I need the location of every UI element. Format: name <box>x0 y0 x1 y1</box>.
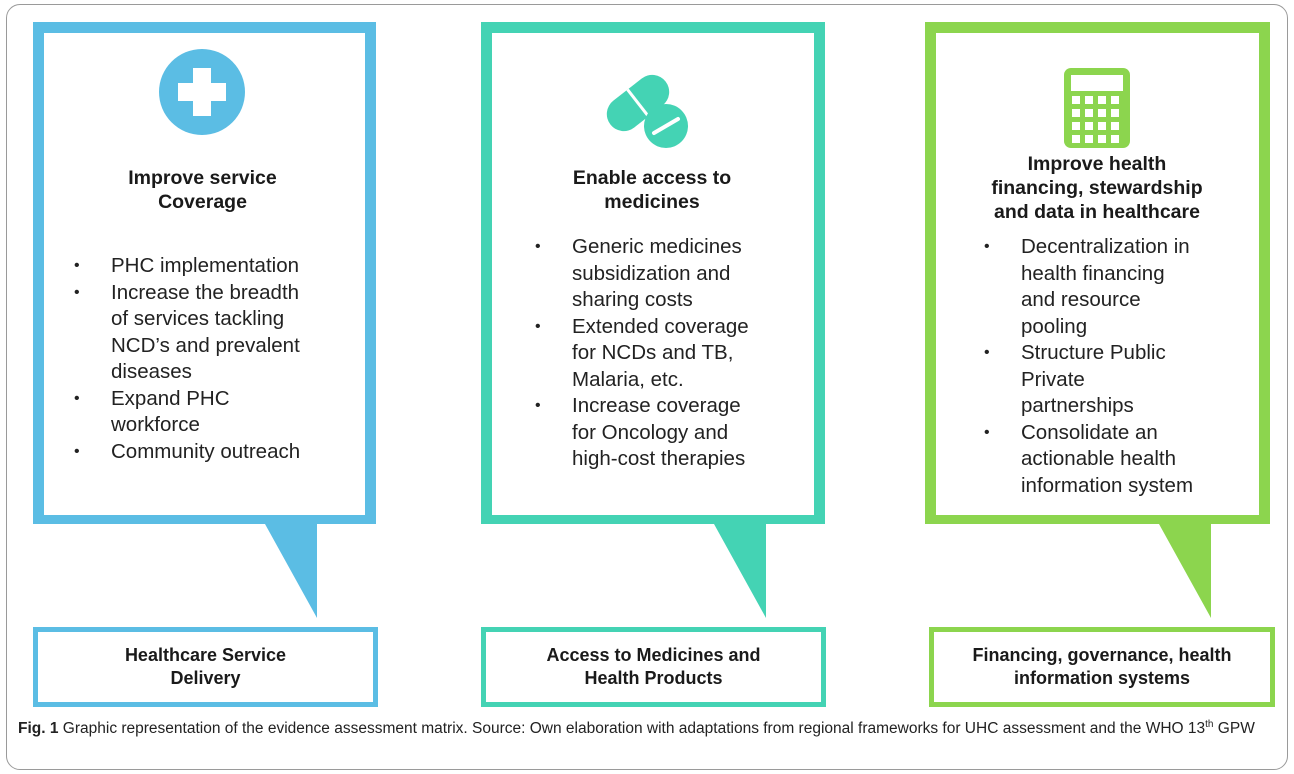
panel-title-2: Enable access to medicines <box>572 167 732 213</box>
pills-icon <box>606 74 688 148</box>
category-box-1: Healthcare Service Delivery <box>33 627 378 707</box>
category-box-3: Financing, governance, health informatio… <box>929 627 1275 707</box>
bullet-item: Increase coverage for Oncology and high-… <box>534 393 812 473</box>
bullet-list-1: PHC implementation Increase the breadth … <box>73 253 363 465</box>
caption-text-end: GPW <box>1213 720 1255 737</box>
bullet-item: Extended coverage for NCDs and TB, Malar… <box>534 314 812 394</box>
category-label-2: Access to Medicines and Health Products <box>546 645 761 688</box>
bullet-list-2: Generic medicines subsidization and shar… <box>534 234 812 473</box>
bullet-item: PHC implementation <box>73 253 363 280</box>
figure-label: Fig. 1 <box>18 720 59 737</box>
panel-title-1: Improve service Coverage <box>128 167 277 213</box>
bullet-list-3: Decentralization in health financing and… <box>983 234 1257 499</box>
category-label-3: Financing, governance, health informatio… <box>972 645 1232 688</box>
caption-text: Graphic representation of the evidence a… <box>58 720 1206 737</box>
bullet-item: Generic medicines subsidization and shar… <box>534 234 812 314</box>
bullet-item: Expand PHC workforce <box>73 386 363 439</box>
category-box-2: Access to Medicines and Health Products <box>481 627 826 707</box>
panel-title-3: Improve health financing, stewardship an… <box>991 153 1203 223</box>
medical-cross-icon <box>159 49 245 135</box>
bullet-item: Increase the breadth of services tacklin… <box>73 280 363 386</box>
bullet-item: Decentralization in health financing and… <box>983 234 1257 340</box>
calculator-icon <box>1064 68 1130 148</box>
figure-caption: Fig. 1 Graphic representation of the evi… <box>18 718 1280 739</box>
caption-superscript: th <box>1205 718 1214 730</box>
bullet-item: Structure Public Private partnerships <box>983 340 1257 420</box>
bullet-item: Consolidate an actionable health informa… <box>983 420 1257 500</box>
bullet-item: Community outreach <box>73 439 363 466</box>
figure-frame <box>6 4 1288 770</box>
category-label-1: Healthcare Service Delivery <box>124 645 287 688</box>
